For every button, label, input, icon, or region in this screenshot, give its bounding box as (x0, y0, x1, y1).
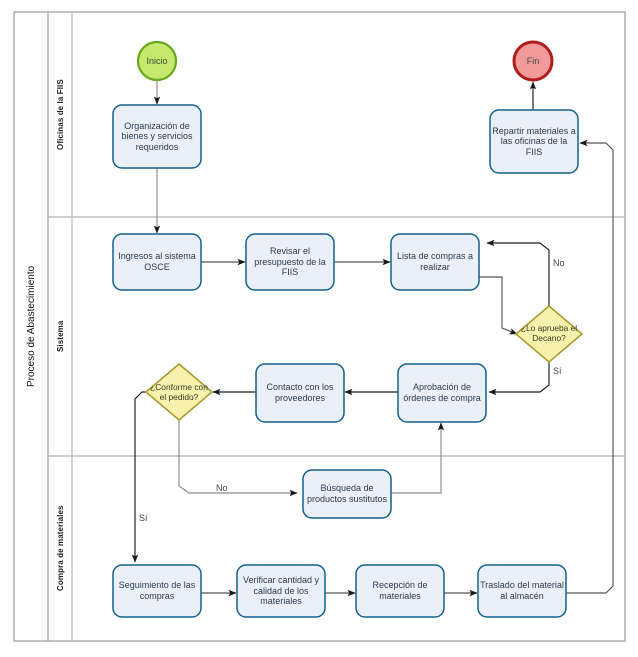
edge-decano-si-aprobacion (488, 361, 550, 396)
edge-conforme-no-busqueda (178, 419, 298, 497)
edge-lista-decano (478, 276, 518, 335)
node-task-revisar[interactable] (245, 233, 335, 291)
edge-decano-no-lista (486, 239, 550, 307)
edge-layer (131, 80, 614, 597)
node-task-verificar[interactable] (236, 564, 326, 618)
node-gateway-conforme[interactable] (144, 362, 214, 422)
node-task-busqueda[interactable] (302, 469, 392, 519)
edge-busqueda-aprobacion (390, 422, 445, 494)
node-task-ingresos[interactable] (112, 233, 202, 291)
node-task-repartir[interactable] (489, 109, 579, 174)
lane-dividers (48, 216, 625, 457)
node-layer (112, 40, 584, 618)
lane-title-sistema: Sistema (56, 320, 65, 353)
pool-title: Proceso de Abastecimiento (26, 265, 37, 388)
node-start-inicio[interactable] (136, 40, 178, 82)
node-gateway-decano[interactable] (514, 304, 584, 364)
node-task-recepcion[interactable] (355, 564, 445, 618)
node-task-organizacion[interactable] (112, 104, 202, 169)
lane-title-oficinas: Oficinas de la FIIS (56, 79, 65, 150)
node-end-fin[interactable] (512, 40, 554, 82)
node-task-traslado[interactable] (477, 564, 567, 618)
lane-title-compra: Compra de materiales (56, 505, 65, 592)
node-task-contacto[interactable] (255, 363, 345, 423)
node-task-aprobacion[interactable] (397, 363, 487, 423)
edge-traslado-repartir (565, 139, 614, 594)
node-task-lista[interactable] (390, 233, 480, 291)
node-task-seguimiento[interactable] (112, 564, 202, 618)
